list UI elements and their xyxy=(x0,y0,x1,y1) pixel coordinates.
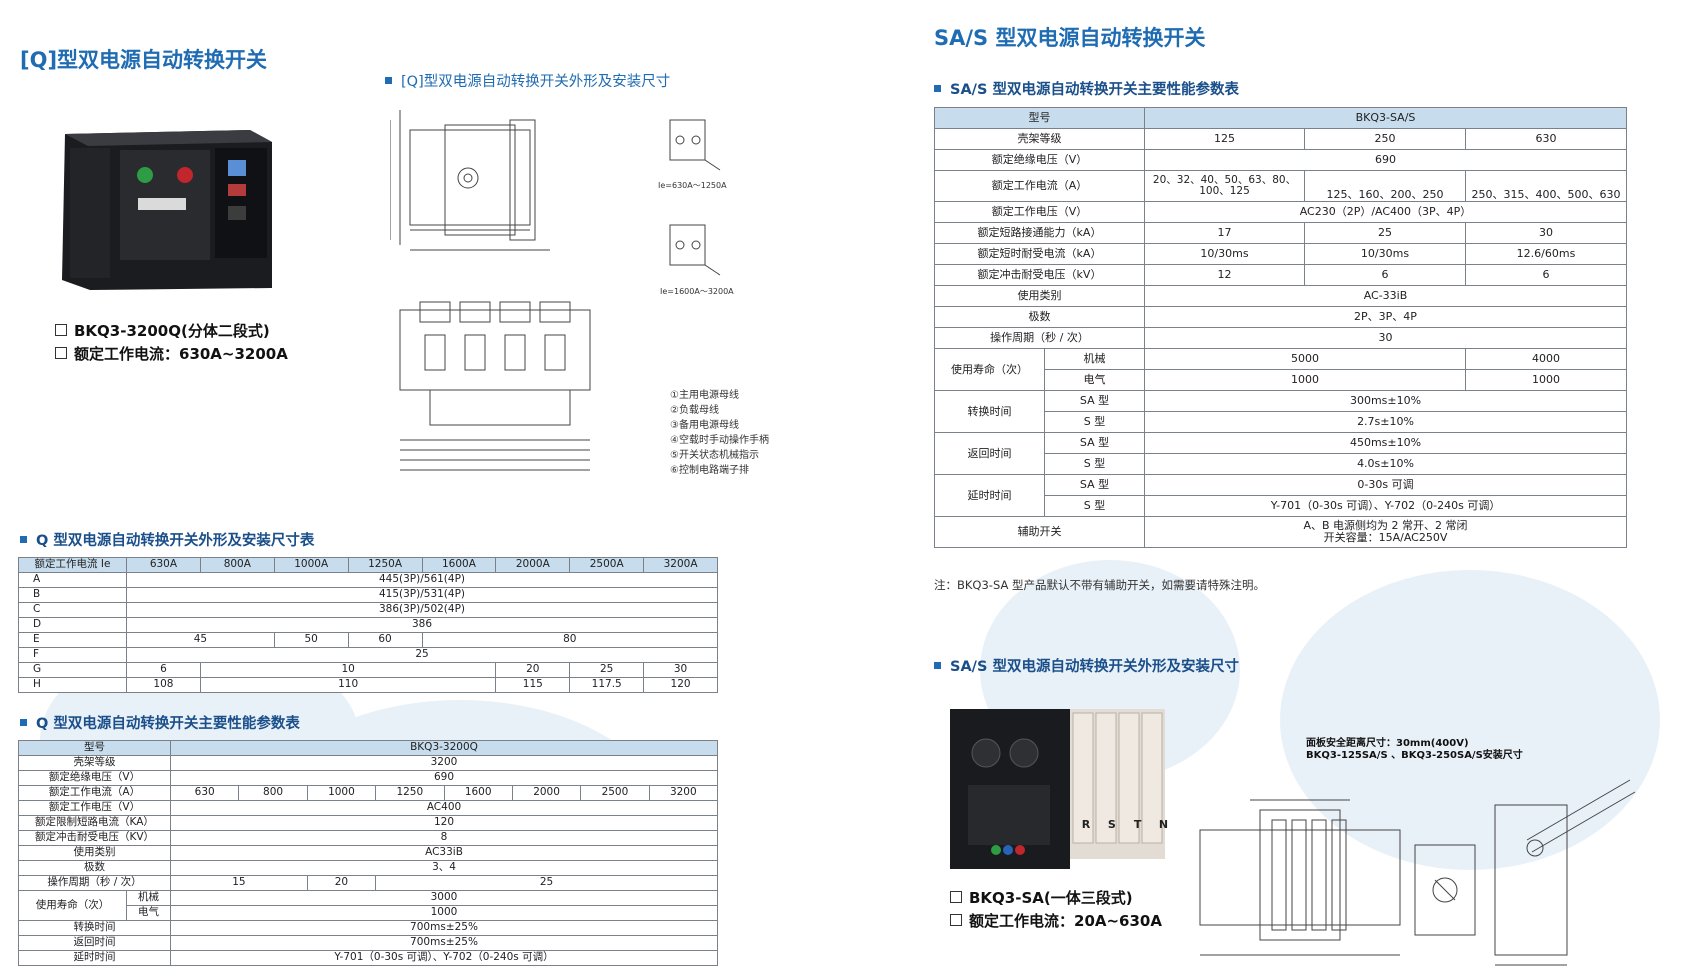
q-perf-table-title: Q 型双电源自动转换开关主要性能参数表 xyxy=(20,712,300,733)
table-row: H 108 110 115 117.5 120 xyxy=(18,677,718,693)
checkbox-square-icon xyxy=(950,890,962,903)
q-busbar-detail-1 xyxy=(660,100,730,184)
checkbox-square-icon xyxy=(950,913,962,926)
bullet-square-icon xyxy=(934,661,941,669)
table-row: 额定绝缘电压（V）690 xyxy=(934,149,1628,171)
sa-product-current: 额定工作电流：20A~630A xyxy=(950,910,1162,931)
q-dim-table-title: Q 型双电源自动转换开关外形及安装尺寸表 xyxy=(20,529,314,550)
q-drawing-legend: ①主用电源母线 ②负载母线 ③备用电源母线 ④空载时手动操作手柄 ⑤开关状态机械… xyxy=(670,390,769,476)
q-product-model: BKQ3-3200Q(分体二段式) xyxy=(55,320,270,341)
sa-install-dim-note: BKQ3-125SA/S 、BKQ3-250SA/S安装尺寸 xyxy=(1306,750,1523,761)
table-row: 额定工作电流（A） 20、32、40、50、63、80、100、125 125、… xyxy=(934,170,1628,202)
table-row: 操作周期（秒 / 次）30 xyxy=(934,327,1628,349)
sa-perf-table-title: SA/S 型双电源自动转换开关主要性能参数表 xyxy=(934,78,1239,99)
q-product-photo xyxy=(50,120,280,299)
q-ie-range-1: Ie=630A～1250A xyxy=(658,181,727,190)
q-drawing-title: [Q]型双电源自动转换开关外形及安装尺寸 xyxy=(385,70,670,91)
table-row: 额定冲击耐受电压（KV）8 xyxy=(18,830,718,846)
right-page-title: SA/S 型双电源自动转换开关 xyxy=(934,26,1206,50)
left-page-title: [Q]型双电源自动转换开关 xyxy=(20,48,268,72)
table-row: 额定工作电流 Ie 630A 800A 1000A 1250A 1600A 20… xyxy=(18,557,718,573)
sa-note: 注：BKQ3-SA 型产品默认不带有辅助开关，如需要请特殊注明。 xyxy=(934,578,1265,592)
table-row: G 6 10 20 25 30 xyxy=(18,662,718,678)
bullet-square-icon xyxy=(20,718,27,726)
table-row: 辅助开关 A、B 电源侧均为 2 常开、2 常闭开关容量：15A/AC250V xyxy=(934,516,1628,548)
table-row: E 45 50 60 80 xyxy=(18,632,718,648)
table-row: 额定限制短路电流（KA）120 xyxy=(18,815,718,831)
sa-technical-drawing xyxy=(1190,770,1670,974)
bullet-square-icon xyxy=(385,76,392,84)
q-busbar-detail-2 xyxy=(660,205,730,284)
table-row: 操作周期（秒 / 次） 15 20 25 xyxy=(18,875,718,891)
sa-product-model: BKQ3-SA(一体三段式) xyxy=(950,887,1133,908)
q-product-current: 额定工作电流：630A~3200A xyxy=(55,343,288,364)
q-dimension-table: 额定工作电流 Ie 630A 800A 1000A 1250A 1600A 20… xyxy=(18,557,718,693)
bullet-square-icon xyxy=(20,535,27,543)
table-row: 额定工作电压（V）AC230（2P）/AC400（3P、4P） xyxy=(934,201,1628,223)
bullet-square-icon xyxy=(934,84,941,92)
sa-drawing-title: SA/S 型双电源自动转换开关外形及安装尺寸 xyxy=(934,655,1239,676)
q-front-drawing xyxy=(389,90,610,274)
checkbox-square-icon xyxy=(55,346,67,359)
q-ie-range-2: Ie=1600A～3200A xyxy=(660,287,734,296)
sa-terminal-labels: R S T N xyxy=(1081,818,1169,831)
table-row: 额定工作电压（V）AC400 xyxy=(18,800,718,816)
checkbox-square-icon xyxy=(55,323,67,336)
table-row: 额定绝缘电压（V）690 xyxy=(18,770,718,786)
sa-product-photo xyxy=(948,705,1168,879)
sa-panel-distance-note: 面板安全距离尺寸：30mm(400V) xyxy=(1306,738,1469,749)
q-top-drawing xyxy=(385,290,645,494)
